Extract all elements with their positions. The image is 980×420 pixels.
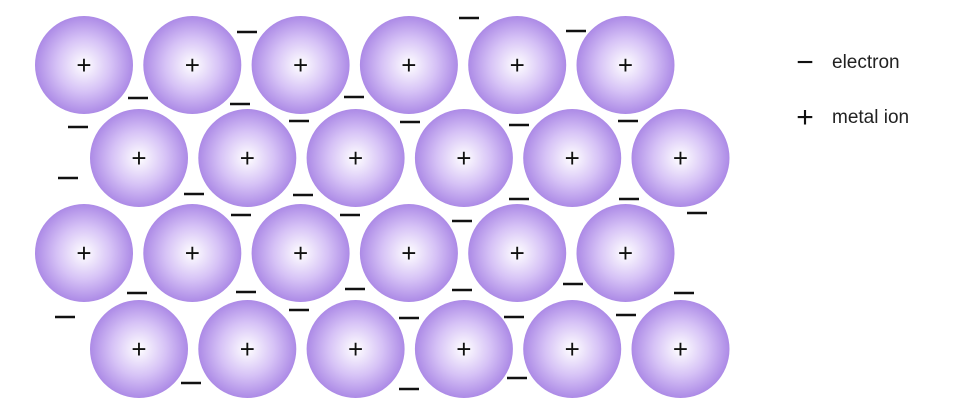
- metal-ion-symbol: +: [131, 334, 146, 364]
- metal-ion-symbol: +: [618, 50, 633, 80]
- metal-ion: +: [468, 16, 567, 114]
- metal-ion: +: [359, 16, 458, 114]
- metal-ion: +: [90, 109, 188, 207]
- metal-ion-circle: [576, 16, 675, 114]
- metal-ion: +: [576, 204, 675, 302]
- metal-ion: +: [306, 109, 405, 207]
- metal-ion-symbol: +: [76, 50, 91, 80]
- metal-ion: +: [90, 300, 188, 398]
- metal-ion-circle: [414, 109, 513, 207]
- metal-ion-symbol: +: [565, 334, 580, 364]
- metal-ion: +: [414, 109, 513, 207]
- metal-ion-symbol: +: [510, 238, 525, 268]
- metal-ion: +: [631, 109, 730, 207]
- metal-ion-circle: [468, 16, 567, 114]
- metal-ion-circle: [306, 109, 405, 207]
- metal-ion-circle: [198, 300, 297, 398]
- metal-ion-circle: [251, 16, 350, 114]
- metal-ion: +: [143, 16, 242, 114]
- metal-ion: +: [35, 16, 133, 114]
- metal-ion-circle: [414, 300, 513, 398]
- metal-ion-circle: [523, 109, 622, 207]
- metal-ion-circle: [631, 300, 730, 398]
- metal-ion: +: [251, 204, 350, 302]
- metal-ion-symbol: +: [76, 238, 91, 268]
- metal-ion-circle: [631, 109, 730, 207]
- metal-ion-circle: [523, 300, 622, 398]
- metal-ion: +: [576, 16, 675, 114]
- metal-ion: +: [468, 204, 567, 302]
- metal-ion-circle: [359, 16, 458, 114]
- metal-ion: +: [35, 204, 133, 302]
- metal-ion-circle: [143, 16, 242, 114]
- metal-ion-circle: [576, 204, 675, 302]
- metal-ion-circle: [90, 300, 188, 398]
- metal-ion-circle: [251, 204, 350, 302]
- metal-ion-symbol: +: [293, 238, 308, 268]
- metal-ion-circle: [306, 300, 405, 398]
- metal-ion: +: [414, 300, 513, 398]
- metal-ion-symbol: +: [401, 238, 416, 268]
- metal-ion-circle: [35, 204, 133, 302]
- metal-ion-symbol: +: [348, 143, 363, 173]
- metal-ion: +: [523, 300, 622, 398]
- legend-metal-ion-label: metal ion: [832, 107, 910, 128]
- metal-ion-circle: [198, 109, 297, 207]
- metal-ion: +: [631, 300, 730, 398]
- metal-ion-symbol: +: [456, 143, 471, 173]
- metal-ion-symbol: +: [673, 143, 688, 173]
- metal-ion: +: [143, 204, 242, 302]
- metal-ion-symbol: +: [510, 50, 525, 80]
- metal-ion-circle: [90, 109, 188, 207]
- metal-ion: +: [523, 109, 622, 207]
- metal-ion: +: [198, 109, 297, 207]
- metal-ion-symbol: +: [673, 334, 688, 364]
- metal-ion: +: [306, 300, 405, 398]
- metal-ion-circle: [468, 204, 567, 302]
- legend-metal-ion-symbol: +: [796, 101, 814, 134]
- metal-ion-circle: [359, 204, 458, 302]
- ion-lattice: + + + + + + + + + + + + + + + + + + + + + + + +: [35, 16, 730, 398]
- metal-ion-symbol: +: [293, 50, 308, 80]
- metal-ion-symbol: +: [618, 238, 633, 268]
- metal-ion-symbol: +: [348, 334, 363, 364]
- metal-ion: +: [359, 204, 458, 302]
- metal-ion: +: [251, 16, 350, 114]
- legend-electron-label: electron: [832, 52, 900, 73]
- metal-ion-symbol: +: [565, 143, 580, 173]
- metal-ion-symbol: +: [185, 238, 200, 268]
- metal-ion-symbol: +: [131, 143, 146, 173]
- legend-electron-symbol: −: [796, 46, 814, 79]
- metal-ion-symbol: +: [240, 334, 255, 364]
- metal-ion: +: [198, 300, 297, 398]
- metal-ion-symbol: +: [240, 143, 255, 173]
- metal-ion-circle: [143, 204, 242, 302]
- metal-ion-symbol: +: [456, 334, 471, 364]
- metal-ion-symbol: +: [185, 50, 200, 80]
- metal-ion-symbol: +: [401, 50, 416, 80]
- electron-sea: [55, 16, 707, 391]
- metal-ion-circle: [35, 16, 133, 114]
